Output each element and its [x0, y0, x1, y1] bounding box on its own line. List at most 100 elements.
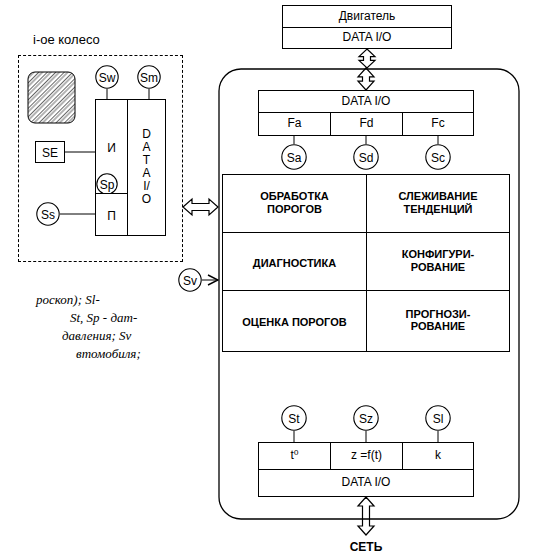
sensor-circle: Sd	[353, 144, 379, 170]
node-text: Sl	[433, 412, 444, 426]
circle-outline	[354, 145, 378, 169]
function-block: ОЦЕНКА ПОРОГОВ	[222, 290, 367, 352]
node-text: П	[107, 209, 116, 223]
node-text: ПРОГНОЗИ- РОВАНИЕ	[395, 308, 481, 333]
text-holder: i-ое колесо	[33, 30, 100, 48]
sensor-wire	[149, 89, 150, 99]
table-cell: Fd	[330, 112, 403, 136]
text-holder: ПРОГНОЗИ- РОВАНИЕ	[395, 308, 481, 335]
sensor-wire	[107, 89, 108, 99]
io-table: DATA I/O Fa Fd Fc	[258, 90, 474, 136]
caption-fragment: давления; Sv	[62, 326, 131, 344]
wheel-module: i-ое колесоSwSmSEИSpПSsDATA I/O	[18, 55, 183, 262]
node-text: i-ое колесо	[33, 32, 100, 47]
text-holder: КОНФИГУРИ- РОВАНИЕ	[395, 248, 481, 275]
node-text: КОНФИГУРИ- РОВАНИЕ	[395, 248, 481, 273]
io-table: t⁰ z =f(t) kDATA I/O	[258, 442, 474, 497]
caption-fragment: St, Sp - дат-	[70, 308, 137, 326]
text-holder: Sa	[287, 148, 302, 166]
network-double-arrow	[358, 497, 374, 535]
function-block: ПРОГНОЗИ- РОВАНИЕ	[366, 290, 510, 352]
table-cell: Двигатель	[282, 5, 452, 28]
node-text: Sd	[359, 151, 374, 165]
node-text: ОЦЕНКА ПОРОГОВ	[242, 316, 346, 329]
sensor-circle: Ss	[36, 202, 60, 226]
node-text: СЛЕЖИВАНИЕ ТЕНДЕНЦИЙ	[383, 190, 493, 215]
node-text: Sv	[183, 274, 197, 288]
table-cell: DATA I/O	[282, 27, 452, 49]
sensor-circle: Sa	[281, 144, 307, 170]
sensor-wire	[366, 136, 367, 144]
node-text: Fd	[359, 117, 373, 131]
text-holder: Sp	[100, 175, 115, 193]
node-text: Двигатель	[339, 10, 396, 24]
sensor-circle: Sc	[425, 144, 451, 170]
node-text: Sc	[431, 151, 445, 165]
text-holder: ОБРАБОТКА ПОРОГОВ	[240, 190, 350, 217]
sensor-wire	[438, 136, 439, 144]
node-text: Sp	[100, 178, 115, 192]
sensor-circle: Sz	[353, 405, 379, 431]
rounded-outline	[219, 69, 519, 519]
node-text: Fc	[431, 117, 444, 131]
table-cell: Fc	[402, 112, 474, 136]
sensor-wire	[65, 152, 95, 153]
engine-box: ДвигательDATA I/O	[282, 5, 452, 49]
caption-fragment: St, Sp - дат-	[70, 310, 137, 325]
text-holder: Sc	[431, 148, 445, 166]
node-text: ОБРАБОТКА ПОРОГОВ	[240, 190, 350, 215]
function-block: ДИАГНОСТИКА	[222, 232, 367, 291]
caption-fragment: давления; Sv	[62, 328, 131, 343]
text-holder: DATA I/O	[141, 128, 153, 208]
node-text: Fa	[287, 117, 301, 131]
text-holder: Sd	[359, 148, 374, 166]
controller-block: DATA I/O Fa Fd FcSa Sd ScОБРАБОТКА ПОРОГОВ СЛЕ…	[218, 68, 520, 520]
double-arrow	[358, 68, 374, 90]
converter-box: П	[95, 193, 128, 236]
circle-outline	[97, 174, 117, 194]
node-text: Sm	[140, 71, 158, 85]
text-holder: Sz	[359, 409, 373, 427]
circle-outline	[179, 269, 201, 291]
text-holder: Sw	[99, 68, 116, 86]
node-text: t⁰	[290, 449, 298, 463]
sensor-wire	[438, 431, 439, 442]
node-text: SE	[42, 146, 58, 160]
network-label: СЕТЬ	[326, 537, 406, 555]
signal-arrow	[202, 280, 218, 281]
text-holder: ДИАГНОСТИКА	[253, 253, 336, 271]
sensor-wire	[366, 431, 367, 442]
node-text: St	[288, 412, 299, 426]
circle-outline	[282, 145, 306, 169]
table-cell: z =f(t)	[330, 442, 403, 470]
node-text: DATA I/O	[342, 476, 391, 490]
network-label: СЕТЬ	[350, 540, 383, 554]
circle-outline	[426, 145, 450, 169]
text-holder: Sm	[140, 68, 158, 86]
circle-outline	[138, 66, 160, 88]
text-holder: SE	[42, 143, 58, 161]
text-holder: И	[107, 138, 116, 156]
node-text: DATA I/O	[342, 95, 391, 109]
node-text: k	[435, 449, 441, 463]
sensor-circle: Sp	[96, 173, 118, 195]
sensor-wire	[294, 431, 295, 442]
table-cell: k	[402, 442, 474, 470]
function-block: СЛЕЖИВАНИЕ ТЕНДЕНЦИЙ	[366, 174, 510, 233]
sensor-wire	[60, 214, 95, 215]
function-block: ОБРАБОТКА ПОРОГОВ	[222, 174, 367, 233]
text-holder: П	[107, 206, 116, 224]
text-holder: Sl	[433, 409, 444, 427]
double-arrow	[183, 199, 218, 215]
table-cell: Fa	[258, 112, 331, 136]
table-cell: DATA I/O	[258, 469, 474, 497]
sensor-circle: Sm	[137, 65, 161, 89]
text-holder: ОЦЕНКА ПОРОГОВ	[242, 312, 346, 330]
text-holder: СЛЕЖИВАНИЕ ТЕНДЕНЦИЙ	[383, 190, 493, 217]
table-cell: t⁰	[258, 442, 331, 470]
table-cell: DATA I/O	[258, 90, 474, 113]
function-block: КОНФИГУРИ- РОВАНИЕ	[366, 232, 510, 291]
node-text: DATA I/O	[141, 128, 153, 207]
double-arrow	[359, 49, 375, 68]
